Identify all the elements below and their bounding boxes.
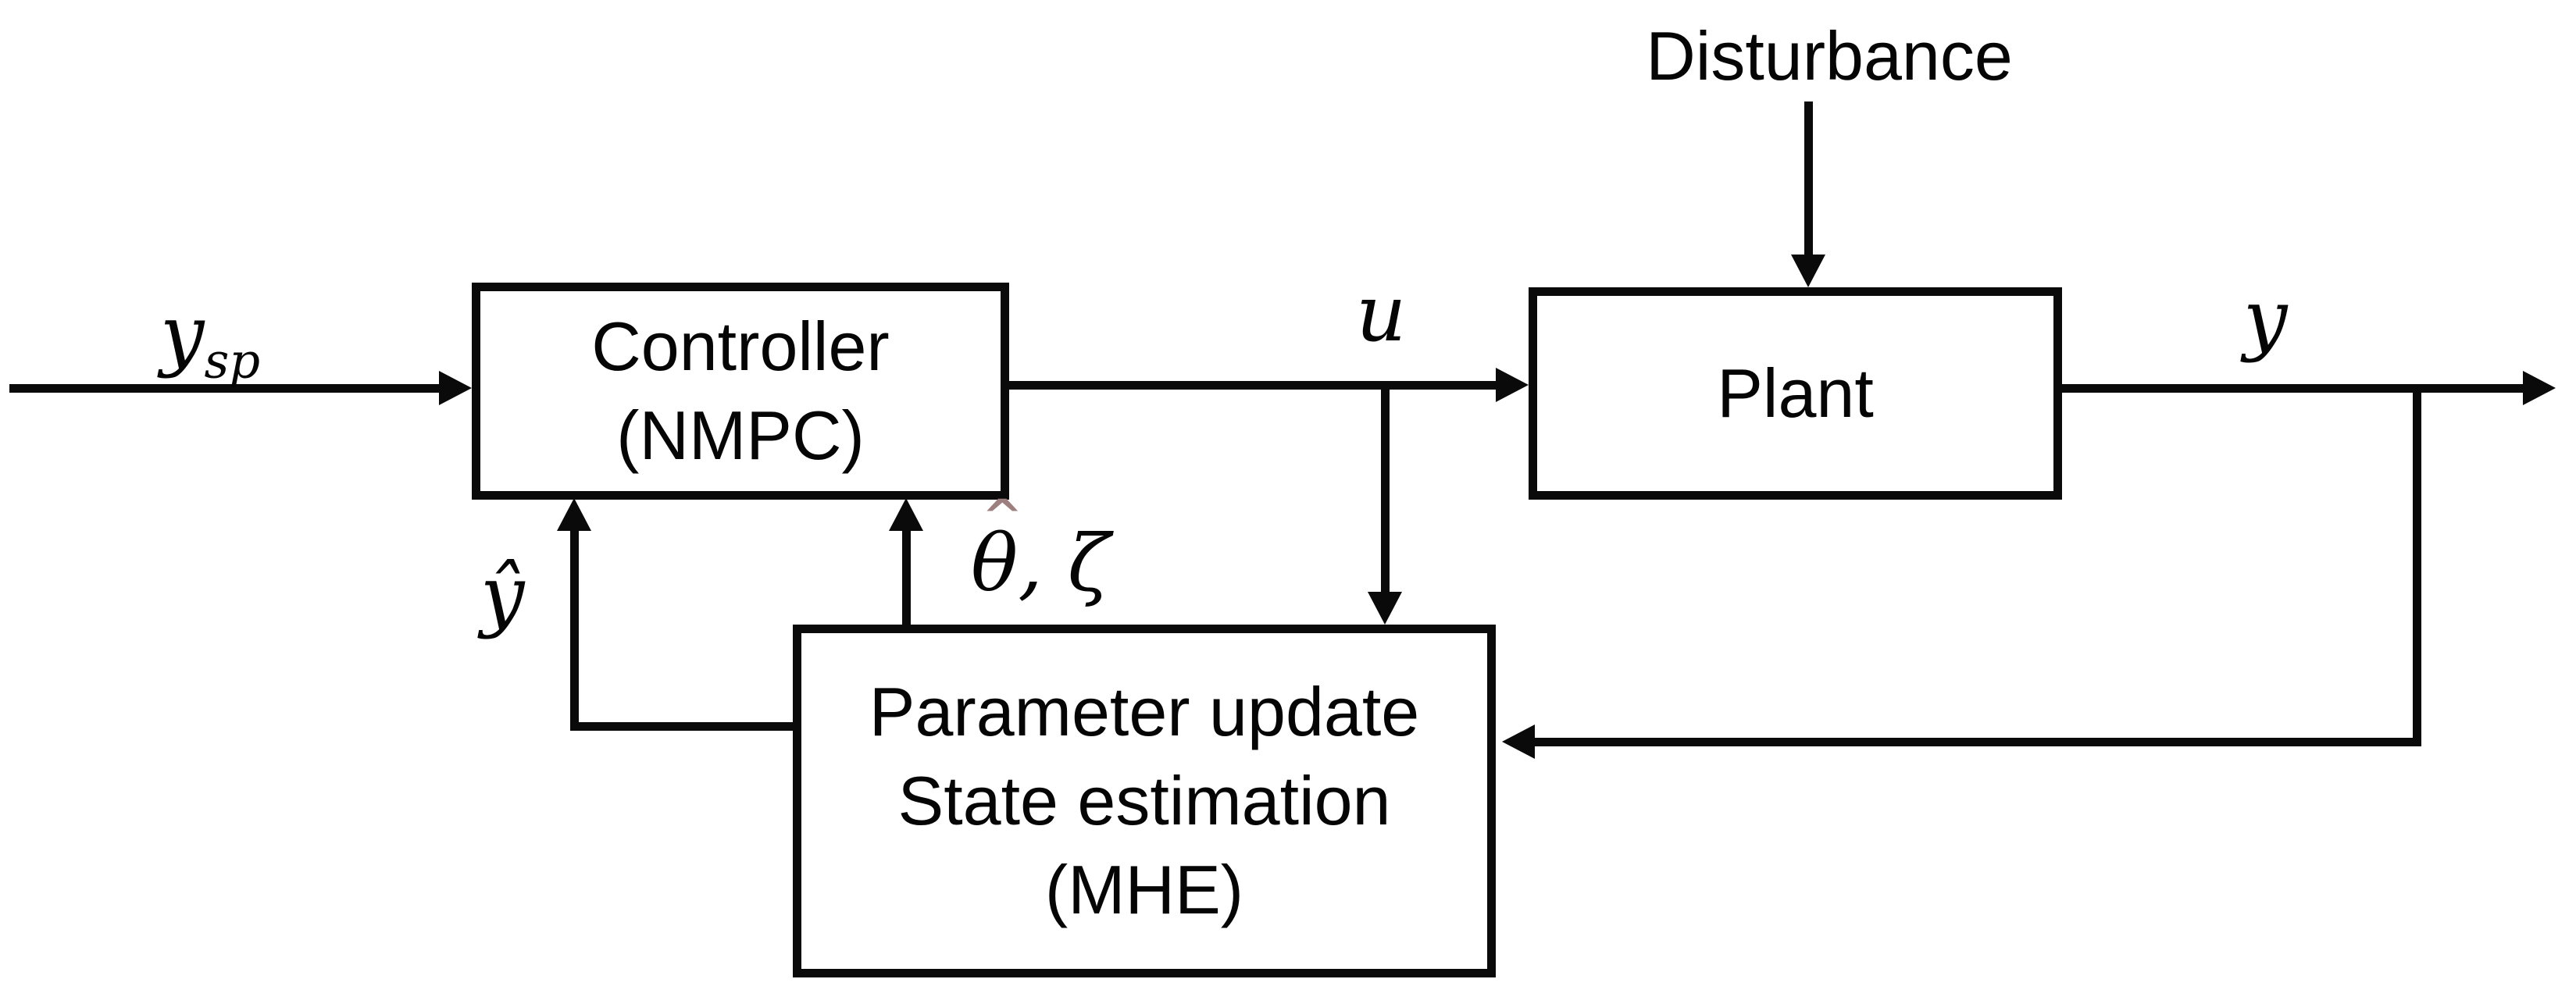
control-branch-line <box>1381 381 1390 593</box>
feedback-horizontal-line <box>1533 738 2421 746</box>
theta-hat-accent: ˆ <box>977 491 1027 569</box>
control-branch-arrowhead <box>1368 592 1402 625</box>
estimated-output-label: ŷ <box>480 549 525 640</box>
disturbance-line <box>1804 101 1813 256</box>
disturbance-label: Disturbance <box>1646 17 2013 94</box>
estimator-label-line3: (MHE) <box>1044 851 1244 928</box>
feedback-arrowhead <box>1502 725 1535 759</box>
plant-block: Plant <box>1529 287 2062 500</box>
estimated-output-vertical-line <box>570 528 579 731</box>
estimated-output-arrowhead <box>557 498 591 531</box>
setpoint-line <box>9 384 447 393</box>
control-arrowhead <box>1496 368 1529 402</box>
output-line <box>2062 384 2524 393</box>
setpoint-arrowhead <box>439 371 472 405</box>
estimator-label-line1: Parameter update <box>869 673 1420 750</box>
estimator-label-line2: State estimation <box>897 762 1391 839</box>
output-label: y <box>2243 272 2288 364</box>
controller-block: Controller (NMPC) <box>472 283 1009 500</box>
parameter-arrowhead <box>889 498 923 531</box>
parameter-line <box>902 528 911 625</box>
control-input-label: u <box>1356 268 1407 359</box>
estimator-block: Parameter update State estimation (MHE) <box>793 625 1496 977</box>
setpoint-label: ysp <box>160 288 261 390</box>
estimated-output-horizontal-line <box>570 722 797 731</box>
controller-label-line2: (NMPC) <box>616 397 865 474</box>
control-line <box>1009 381 1504 390</box>
controller-label-line1: Controller <box>591 308 890 385</box>
output-arrowhead <box>2523 371 2556 405</box>
plant-label: Plant <box>1717 354 1874 432</box>
disturbance-arrowhead <box>1791 255 1825 287</box>
feedback-vertical-line <box>2413 384 2421 746</box>
